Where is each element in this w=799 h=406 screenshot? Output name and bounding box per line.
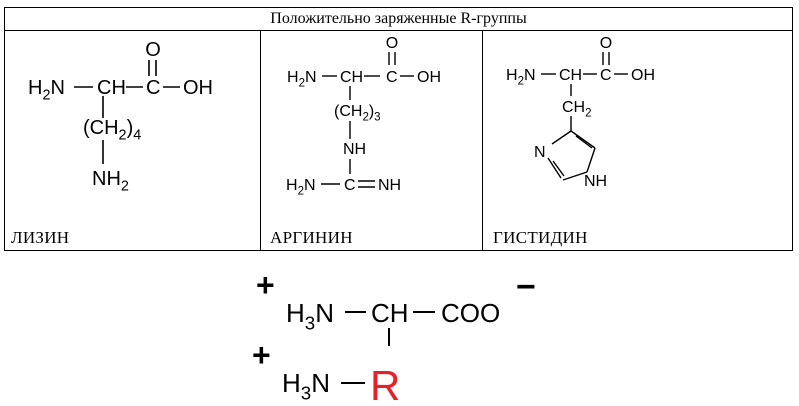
lysine-hydroxyl: OH xyxy=(183,77,213,99)
arginine-chain: (CH2)3 xyxy=(334,103,381,124)
minus-sign: − xyxy=(516,268,536,306)
alpha-carbon: CH xyxy=(371,298,409,328)
column-divider xyxy=(260,30,261,250)
lysine-amine: H2N xyxy=(28,77,65,104)
arginine-guanidino-amine: H2N xyxy=(286,177,316,198)
general-formula: + H3N CH COO − + H3N R xyxy=(252,267,536,406)
histidine-carbonyl-o: O xyxy=(600,35,612,52)
lysine-alpha-carbon: CH xyxy=(97,77,126,99)
lysine-structure: O H2N CH C OH (CH2)4 NH2 xyxy=(28,39,213,195)
carboxylate: COO xyxy=(441,298,500,328)
arginine-hydroxyl: OH xyxy=(417,69,441,86)
amino-acid-table: Положительно заряженные R-группы ЛИЗИН А… xyxy=(4,7,793,251)
arginine-amine: H2N xyxy=(287,69,317,90)
r-group: R xyxy=(370,362,400,406)
imidazole-ring xyxy=(547,130,596,181)
lysine-label: ЛИЗИН xyxy=(11,228,70,247)
table-header: Положительно заряженные R-группы xyxy=(5,8,792,31)
lysine-chain: (CH2)4 xyxy=(83,117,141,144)
arginine-label: АРГИНИН xyxy=(270,228,353,247)
histidine-label: ГИСТИДИН xyxy=(493,228,588,247)
ammonium-top: H3N xyxy=(286,298,334,333)
arginine-structure: O H2N CH C OH (CH2)3 NH H2N C NH xyxy=(286,35,441,198)
arginine-alpha-carbon: CH xyxy=(340,69,363,86)
histidine-alpha-carbon: CH xyxy=(559,67,582,84)
lysine-carboxyl-c: C xyxy=(146,77,160,99)
arginine-imino-link: NH xyxy=(343,141,366,158)
plus-sign-bottom: + xyxy=(252,337,271,373)
arginine-guanidino-imine: NH xyxy=(378,177,401,194)
histidine-ring-nh: NH xyxy=(584,173,607,190)
histidine-ring-n: N xyxy=(534,144,546,161)
arginine-guanidino-c: C xyxy=(344,177,356,194)
plus-sign-top: + xyxy=(256,267,275,303)
histidine-structure: O H2N CH C OH CH2 N NH xyxy=(506,35,655,190)
arginine-carbonyl-o: O xyxy=(386,35,398,52)
arginine-carboxyl-c: C xyxy=(386,69,398,86)
histidine-carboxyl-c: C xyxy=(600,67,612,84)
column-divider xyxy=(482,30,483,250)
lysine-terminal-amine: NH2 xyxy=(92,168,129,195)
histidine-chain: CH2 xyxy=(562,99,592,120)
lysine-carbonyl-o: O xyxy=(145,39,161,61)
histidine-amine: H2N xyxy=(506,67,536,88)
histidine-hydroxyl: OH xyxy=(631,67,655,84)
ammonium-bottom: H3N xyxy=(282,368,330,403)
